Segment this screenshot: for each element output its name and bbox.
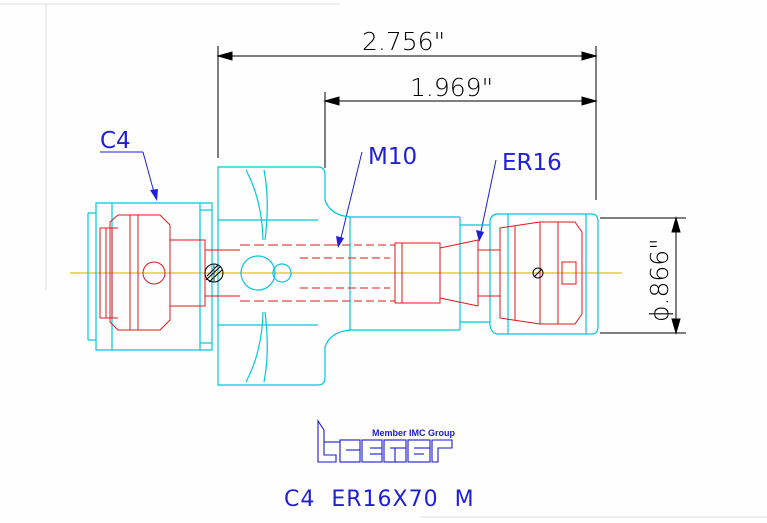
callout-collet: ER16 <box>476 150 562 242</box>
part-designation: C4 ER16X70 M <box>284 487 475 512</box>
section-hatch-icon <box>532 267 544 279</box>
callout-shank: C4 <box>100 128 158 201</box>
section-hatch-icon <box>204 263 224 283</box>
thread-callout-label: M10 <box>368 144 417 170</box>
leader-arrow-icon <box>150 189 158 201</box>
leader-arrow-icon <box>476 230 484 242</box>
diameter-label: ϕ.866" <box>645 238 674 322</box>
collet-callout-label: ER16 <box>502 150 562 176</box>
iscar-logo: Member IMC Group <box>317 419 456 463</box>
overall-length-label: 2.756" <box>362 27 445 56</box>
internal-features <box>99 214 583 331</box>
frame-lines <box>0 3 767 518</box>
leader-arrow-icon <box>336 236 344 248</box>
callout-thread: M10 <box>336 144 417 248</box>
dimension-projection <box>323 92 598 168</box>
shank-callout-label: C4 <box>100 128 131 154</box>
projection-length-label: 1.969" <box>410 73 493 102</box>
logo-tagline: Member IMC Group <box>372 428 456 438</box>
dimension-diameter <box>600 216 686 335</box>
dimension-overall <box>216 46 598 200</box>
